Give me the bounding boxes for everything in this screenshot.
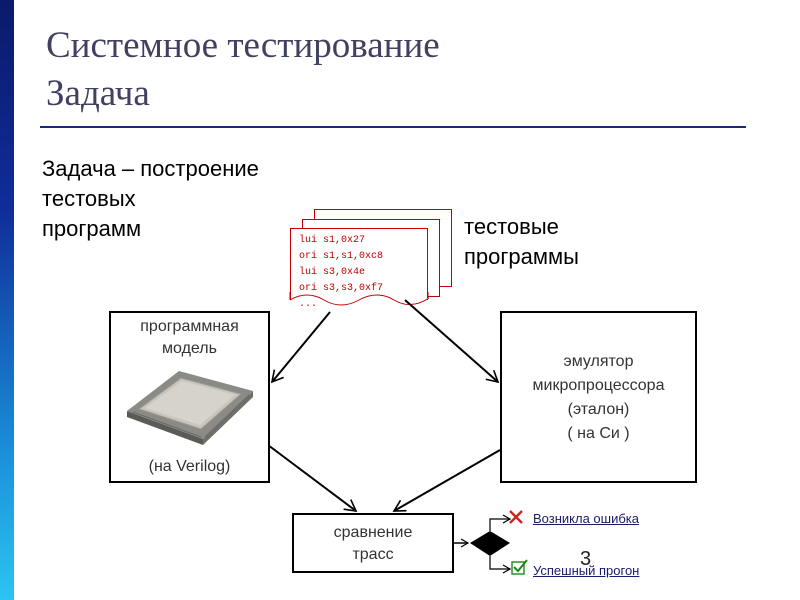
processor-chip-icon: [127, 371, 253, 445]
code-line: lui s3,0x4e: [299, 267, 366, 278]
compare-line-2: трасс: [352, 546, 394, 563]
arrow-to-emulator: [404, 299, 500, 384]
task-description: Задача – построение тестовых программ: [42, 154, 362, 244]
title-line-2: Задача: [46, 73, 150, 114]
sheet-wavy-edge: [289, 292, 430, 306]
code-line: lui s1,0x27: [299, 235, 366, 246]
emulator-line-3: (эталон): [567, 401, 630, 418]
success-result-link[interactable]: Успешный прогон: [533, 563, 640, 578]
task-line-3: программ: [42, 216, 142, 241]
slide-title: Системное тестирование Задача: [46, 22, 440, 118]
side-gradient-bar: [0, 0, 14, 600]
emulator-line-1: эмулятор: [563, 353, 634, 370]
title-divider: [40, 126, 746, 128]
programs-label-line-2: программы: [464, 244, 579, 269]
task-line-1: Задача – построение: [42, 156, 259, 181]
title-line-1: Системное тестирование: [46, 25, 440, 66]
branch-to-success: [489, 556, 512, 574]
code-line: ori s3,s3,0xf7: [299, 283, 384, 294]
arrow-to-model: [270, 311, 331, 384]
error-result-link[interactable]: Возникла ошибка: [533, 511, 639, 526]
emulator-line-4: ( на Си ): [567, 425, 630, 442]
task-line-2: тестовых: [42, 186, 136, 211]
model-line-2: модель: [162, 340, 217, 357]
emulator-line-2: микропроцессора: [532, 377, 665, 394]
code-line: ori s1,s1,0xc8: [299, 251, 384, 262]
decision-diamond: [470, 531, 510, 556]
model-line-1: программная: [140, 318, 239, 335]
program-model-box: программная модель (на Verilog): [109, 311, 270, 483]
emulator-box: эмулятор микропроцессора (эталон) ( на С…: [500, 311, 697, 483]
program-sheet-front: lui s1,0x27 ori s1,s1,0xc8 lui s3,0x4e o…: [290, 228, 428, 310]
trace-compare-box: сравнение трасс: [292, 513, 454, 573]
programs-label-line-1: тестовые: [464, 214, 559, 239]
compare-line-1: сравнение: [333, 524, 413, 541]
checkmark-icon: [511, 559, 528, 575]
test-programs-label: тестовые программы: [464, 212, 579, 272]
page-number: 3: [580, 548, 592, 570]
arrow-emulator-to-compare: [392, 449, 501, 512]
cross-icon: [509, 510, 523, 524]
code-line: ...: [299, 299, 318, 310]
branch-to-error: [489, 514, 512, 531]
arrow-model-to-compare: [267, 444, 358, 513]
model-line-3: (на Verilog): [148, 458, 231, 475]
